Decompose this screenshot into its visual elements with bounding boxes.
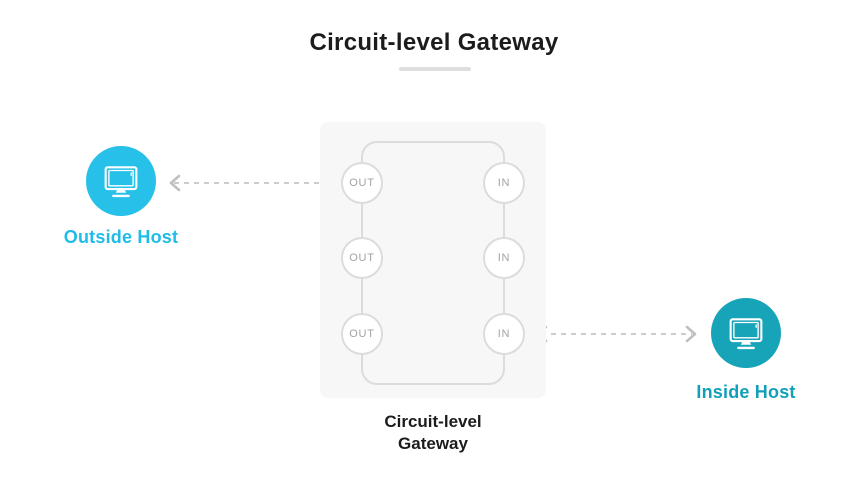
in-node-label: IN [497,177,511,189]
gateway-caption-line1: Circuit-level [384,412,482,431]
gateway-caption-line2: Gateway [398,434,468,453]
outside-host [86,146,156,216]
in-node-3: IN [483,313,525,355]
arrowhead-left-icon [169,174,181,192]
inside-host [711,298,781,368]
out-node-3: OUT [341,313,383,355]
monitor-icon [104,166,138,198]
out-node-label: OUT [349,328,375,340]
gateway-caption: Circuit-level Gateway [333,411,533,455]
inside-host-label: Inside Host [696,382,796,402]
in-node-1: IN [483,162,525,204]
monitor-icon [729,318,763,350]
out-node-label: OUT [349,252,375,264]
in-node-label: IN [497,328,511,340]
arrowhead-right-icon [685,325,697,343]
in-node-label: IN [497,252,511,264]
page-title: Circuit-level Gateway [309,29,559,56]
out-node-label: OUT [349,177,375,189]
out-node-1: OUT [341,162,383,204]
in-node-2: IN [483,237,525,279]
out-node-2: OUT [341,237,383,279]
title-underline [399,67,471,71]
outside-host-label: Outside Host [63,227,179,247]
